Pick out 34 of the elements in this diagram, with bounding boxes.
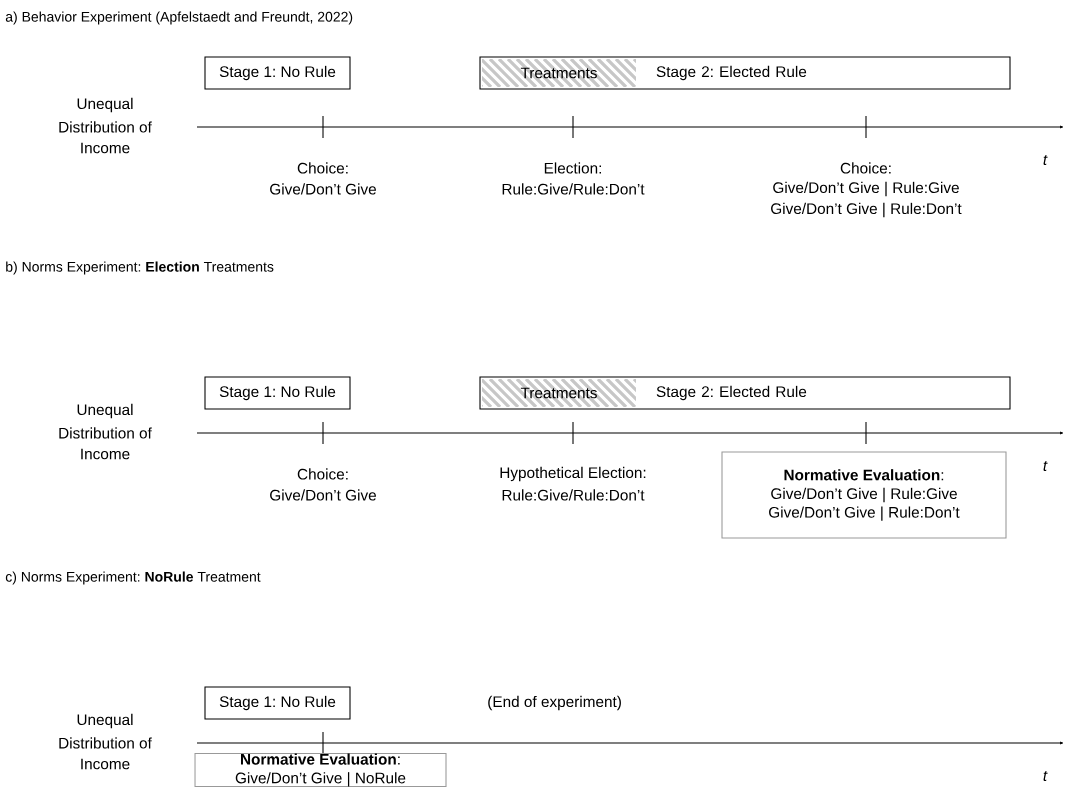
axis-label: Unequal (77, 713, 133, 729)
hatched-box: Treatments (482, 59, 636, 87)
axis-label: Income (81, 142, 130, 154)
stage-box: Stage 1: No Rule (204, 56, 351, 90)
event-label: Election: (544, 162, 601, 174)
axis-label: Unequal (77, 403, 133, 419)
time-label: t (1043, 770, 1048, 781)
evaluation-box: Normative Evaluation: Give/Don’t Give | Rule:Give Give/Don’t Give | Rule:Don’t (721, 451, 1007, 539)
event-label: Rule:Give/Rule:Don’t (502, 183, 645, 195)
axis-label: Distribution of (59, 737, 152, 749)
panel-heading: c) Norms Experiment: NoRule Treatment (5, 571, 261, 585)
event-label: Give/Don’t Give (270, 183, 376, 195)
stage-box: Stage 1: No Rule (204, 376, 351, 410)
event-label: Choice: (840, 162, 891, 174)
time-label: t (1043, 154, 1048, 165)
axis-label: Unequal (77, 97, 133, 113)
event-label: Give/Don’t Give | Rule:Don’t (771, 202, 962, 218)
axis-label: Income (81, 448, 130, 460)
event-label: Give/Don’t Give | Rule:Give (773, 181, 959, 197)
note-text: (End of experiment) (488, 695, 621, 711)
event-label: Give/Don’t Give (270, 489, 376, 501)
time-label: t (1043, 460, 1048, 471)
panel-heading: a) Behavior Experiment (Apfelstaedt and Freundt, 2022) (5, 11, 353, 25)
stage-box: Stage 1: No Rule (204, 686, 351, 720)
panel-heading: b) Norms Experiment: Election Treatments (6, 261, 274, 275)
axis-label: Income (81, 758, 130, 770)
event-label: Choice: (297, 468, 348, 480)
event-label: Rule:Give/Rule:Don’t (502, 489, 645, 501)
evaluation-box: Normative Evaluation: Give/Don’t Give | NoRule (194, 752, 447, 787)
event-label: Hypothetical Election: (500, 466, 646, 482)
hatched-box: Treatments (482, 379, 636, 407)
event-label: Choice: (297, 162, 348, 174)
axis-label: Distribution of (59, 427, 152, 439)
axis-label: Distribution of (59, 121, 152, 133)
